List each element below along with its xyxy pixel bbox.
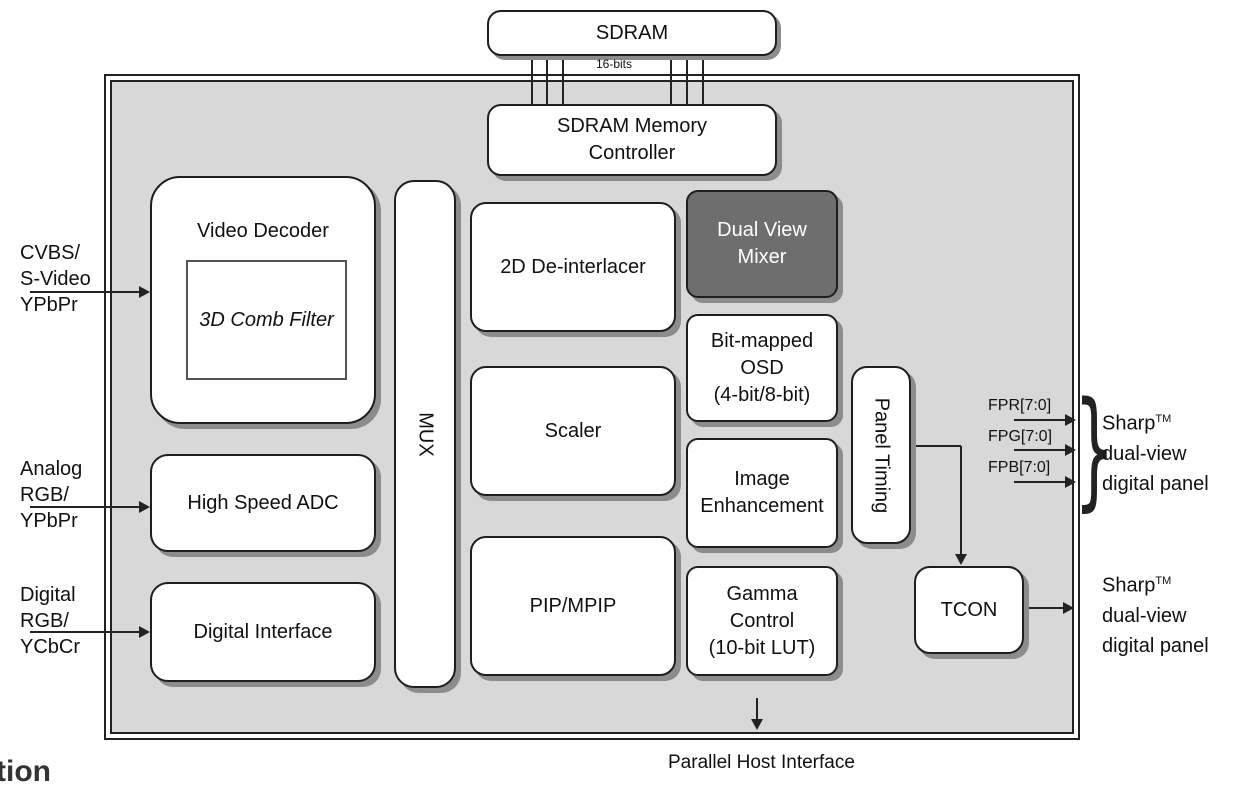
input-cvbs-line-1: CVBS/ <box>20 242 81 264</box>
panel-1-line-3: digital panel <box>1102 472 1209 495</box>
digital-interface-label: Digital Interface <box>193 620 333 643</box>
dual-view-mixer-block: Dual View Mixer <box>686 190 838 298</box>
pip-label: PIP/MPIP <box>529 594 617 617</box>
image-enhancement-block: Image Enhancement <box>686 438 838 548</box>
deinterlacer-label: 2D De-interlacer <box>500 255 646 278</box>
video-decoder-label: Video Decoder <box>197 220 329 242</box>
high-speed-adc-block: High Speed ADC <box>150 454 376 552</box>
tcon-block: TCON <box>914 566 1024 654</box>
panel-1-tm: TM <box>1155 413 1172 425</box>
bus-width-label: 16-bits <box>596 57 633 71</box>
gamma-line-2: Control <box>729 609 795 632</box>
tcon-label: TCON <box>940 598 998 621</box>
high-speed-adc-label: High Speed ADC <box>187 491 339 514</box>
memory-controller-line-1: SDRAM Memory <box>556 115 707 137</box>
panel-1-brand: Sharp <box>1102 412 1156 435</box>
input-cvbs-line-2: S-Video <box>20 268 91 290</box>
gamma-line-3: (10-bit LUT) <box>708 636 816 659</box>
sdram-block: SDRAM <box>487 10 777 56</box>
sdram-label: SDRAM <box>595 21 669 44</box>
panel-label-2: SharpTM dual-view digital panel <box>1102 566 1209 661</box>
input-analog-line-1: Analog <box>20 458 83 480</box>
panel-2-brand: Sharp <box>1102 574 1156 597</box>
panel-timing-block: Panel Timing <box>851 366 911 544</box>
comb-filter-label: 3D Comb Filter <box>199 308 334 331</box>
scaler-block: Scaler <box>470 366 676 496</box>
panel-timing-label: Panel Timing <box>870 397 893 513</box>
deinterlacer-block: 2D De-interlacer <box>470 202 676 332</box>
comb-filter-block: 3D Comb Filter <box>186 260 347 380</box>
caption-fragment: tion <box>0 755 51 788</box>
input-cvbs-line-3: YPbPr <box>20 294 78 316</box>
panel-2-line-2: dual-view <box>1102 604 1187 627</box>
panel-1-line-2: dual-view <box>1102 442 1187 465</box>
mux-block: MUX <box>394 180 456 688</box>
osd-line-3: (4-bit/8-bit) <box>713 383 811 406</box>
gamma-control-block: Gamma Control (10-bit LUT) <box>686 566 838 676</box>
fpb-label: FPB[7:0] <box>988 459 1051 476</box>
image-enhancement-line-2: Enhancement <box>700 495 824 517</box>
osd-line-1: Bit-mapped <box>710 329 814 352</box>
panel-2-line-3: digital panel <box>1102 634 1209 657</box>
host-interface-label: Parallel Host Interface <box>668 752 855 773</box>
scaler-label: Scaler <box>544 419 602 442</box>
input-digital-line-2: RGB/ <box>20 610 69 632</box>
panel-2-tm: TM <box>1155 575 1172 587</box>
dual-view-mixer-line-2: Mixer <box>737 246 787 268</box>
input-analog-line-3: YPbPr <box>20 510 78 532</box>
memory-controller-block: SDRAM Memory Controller <box>487 104 777 176</box>
memory-controller-line-2: Controller <box>588 142 676 164</box>
dual-view-mixer-line-1: Dual View <box>717 219 807 241</box>
gamma-line-1: Gamma <box>726 582 798 605</box>
fpr-label: FPR[7:0] <box>988 397 1052 414</box>
osd-line-2: OSD <box>740 356 784 379</box>
digital-interface-block: Digital Interface <box>150 582 376 682</box>
input-analog-line-2: RGB/ <box>20 484 69 506</box>
pip-block: PIP/MPIP <box>470 536 676 676</box>
input-digital-label: Digital RGB/ YCbCr <box>20 582 80 660</box>
input-digital-line-1: Digital <box>20 584 76 606</box>
image-enhancement-line-1: Image <box>734 468 790 490</box>
panel-brace: } <box>1074 375 1115 524</box>
panel-label-1: SharpTM dual-view digital panel <box>1102 404 1209 499</box>
input-analog-label: Analog RGB/ YPbPr <box>20 456 82 534</box>
osd-block: Bit-mapped OSD (4-bit/8-bit) <box>686 314 838 422</box>
mux-label: MUX <box>414 411 437 457</box>
input-digital-line-3: YCbCr <box>20 636 81 658</box>
fpg-label: FPG[7:0] <box>988 428 1053 445</box>
input-cvbs-label: CVBS/ S-Video YPbPr <box>20 240 91 318</box>
